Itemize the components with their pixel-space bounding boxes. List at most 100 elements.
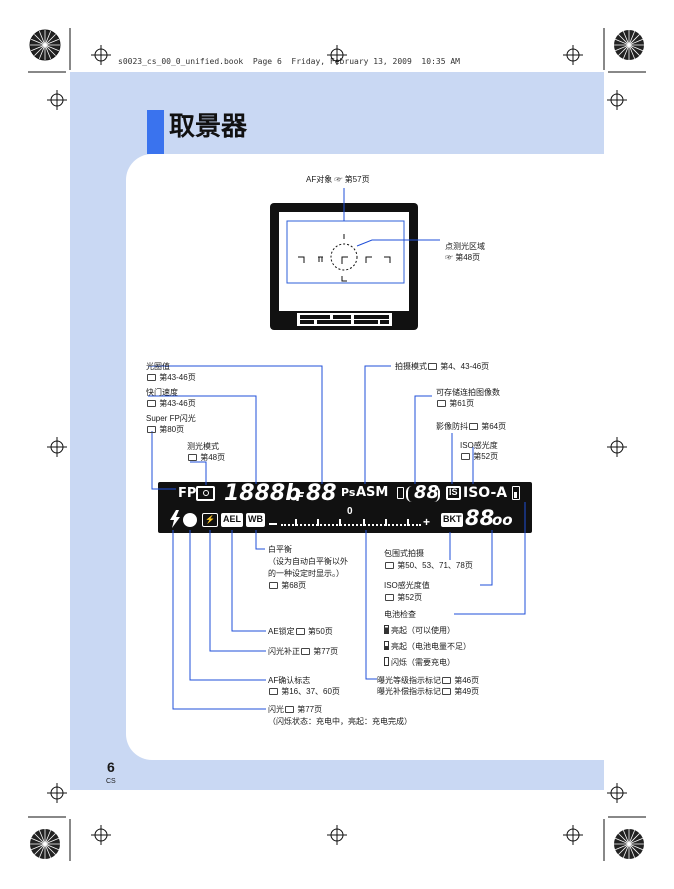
af-confirm-dot	[183, 513, 197, 527]
wb-label: 白平衡	[268, 545, 292, 554]
lcd-f-letter: F	[296, 490, 305, 504]
flash-comp-label: 闪光补正 第77页	[268, 647, 339, 656]
lcd-ael: AEL	[223, 514, 241, 524]
file-info: s0023_cs_00_0_unified.book Page 6 Friday…	[118, 57, 460, 66]
lcd-aperture-digits: 88	[306, 481, 337, 506]
lcd-flash-comp-icon: ⚡	[202, 513, 218, 527]
starburst-bottom-left	[30, 829, 60, 859]
book-icon	[188, 454, 197, 461]
viewfinder-lcd-marks	[300, 315, 389, 324]
af-points	[298, 234, 391, 282]
crosshair-mark-top-right-2	[607, 90, 627, 110]
lcd-wb-box	[246, 513, 265, 527]
book-icon	[428, 363, 437, 370]
crosshair-mark-top-mid	[327, 45, 347, 65]
book-icon	[301, 648, 310, 655]
page-lang: CS	[106, 778, 116, 785]
leader-storable	[414, 395, 432, 484]
crosshair-mark-top-left-2	[47, 90, 67, 110]
lcd-count-brackets	[406, 486, 440, 502]
lcd-fp: FP	[178, 486, 197, 501]
wb-note-1: （设为自动白平衡以外	[268, 557, 348, 566]
iso-value-ref: 第52页	[384, 592, 422, 603]
bracket-label: 包围式拍摄	[384, 549, 424, 558]
lightning-icon	[170, 510, 180, 528]
lcd-shutter-digits: 1888b	[224, 481, 301, 506]
ae-lock-label: AE锁定 第50页	[268, 627, 333, 636]
af-target-label: AF对象 ☞ 第57页	[306, 175, 370, 184]
lcd-bkt: BKT	[443, 514, 462, 524]
spot-metering-circle	[330, 243, 358, 271]
book-icon	[461, 453, 470, 460]
exposure-scale	[281, 517, 421, 527]
af-area-frame	[286, 220, 405, 284]
book-icon	[147, 400, 156, 407]
crosshair-mark-bottom-left-1	[47, 783, 67, 803]
lcd-count-digits: 88	[414, 482, 440, 503]
leader-ae-lock	[231, 530, 266, 632]
battery-state-2: 亮起（电池电量不足）	[384, 641, 471, 652]
crosshair-mark-left-mid	[47, 437, 67, 457]
book-icon	[469, 423, 478, 430]
leader-shoot-mode	[364, 365, 391, 484]
lcd-scale-zero: 0	[347, 506, 353, 517]
battery-state-1: 亮起（可以使用）	[384, 625, 455, 636]
crosshair-mark-top-right-1	[563, 45, 583, 65]
shoot-mode-label: 拍摄模式 第4、43-46页	[395, 362, 490, 371]
crosshair-mark-right-mid	[607, 437, 627, 457]
lcd-ael-box	[221, 513, 243, 527]
lcd-asm: ASM	[356, 485, 389, 500]
shutter-label: 快门速度	[146, 388, 178, 397]
leader-wb	[255, 530, 265, 550]
af-confirm-ref: 第16、37、60页	[268, 686, 340, 697]
leader-battery	[454, 502, 526, 615]
battery-state-3: 闪烁（需要充电）	[384, 657, 455, 668]
crosshair-mark-bottom-left-2	[91, 825, 111, 845]
leader-flash-comp	[209, 530, 266, 652]
exposure-level-label: 曝光等级指示标记 第46页	[377, 676, 480, 685]
iso-value-label: ISO感光度值	[384, 581, 430, 590]
battery-icon	[512, 486, 520, 500]
book-icon	[147, 426, 156, 433]
book-icon	[437, 400, 446, 407]
leader-shutter	[148, 395, 257, 484]
flash-label: 闪光 第77页	[268, 705, 323, 714]
lcd-ps: Ps	[341, 486, 356, 499]
iso-ref: 第52页	[460, 451, 498, 462]
viewfinder-screen	[279, 212, 409, 311]
lcd-iso-a: ISO-A	[463, 485, 508, 501]
lcd-oo: oo	[492, 511, 513, 529]
book-icon	[269, 582, 278, 589]
shutter-ref: 第43-46页	[146, 398, 196, 409]
metering-ref: 第48页	[187, 452, 225, 463]
exposure-scale-minus	[269, 523, 277, 525]
exposure-comp-label: 曝光补偿指示标记 第49页	[377, 687, 480, 696]
leader-metering	[190, 461, 207, 485]
battery-full-icon	[384, 625, 389, 634]
book-icon	[147, 374, 156, 381]
bracket-ref: 第50、53、71、78页	[384, 560, 473, 571]
metering-label: 测光模式	[187, 442, 219, 451]
page-number: 6	[107, 759, 115, 775]
starburst-top-left	[29, 29, 61, 61]
leader-iso-value	[480, 530, 493, 586]
aperture-ref: 第43-46页	[146, 372, 196, 383]
crosshair-mark-bottom-right-1	[563, 825, 583, 845]
storable-label: 可存储连拍图像数	[436, 388, 500, 397]
leader-af-confirm	[189, 530, 266, 681]
book-icon	[285, 706, 294, 713]
leader-aperture	[148, 365, 323, 484]
wb-note-2: 的一种设定时显示。）	[268, 569, 344, 578]
crosshair-mark-bottom-mid	[327, 825, 347, 845]
battery-label: 电池检查	[384, 610, 416, 619]
is-label: 影像防抖 第64页	[436, 422, 507, 431]
leader-spot-area	[356, 239, 440, 247]
battery-low-icon	[384, 641, 389, 650]
exposure-scale-plus: +	[423, 515, 431, 529]
leader-exposure	[365, 530, 377, 680]
crosshair-mark-top-left-1	[91, 45, 111, 65]
book-icon	[442, 677, 451, 684]
storable-ref: 第61页	[436, 398, 474, 409]
